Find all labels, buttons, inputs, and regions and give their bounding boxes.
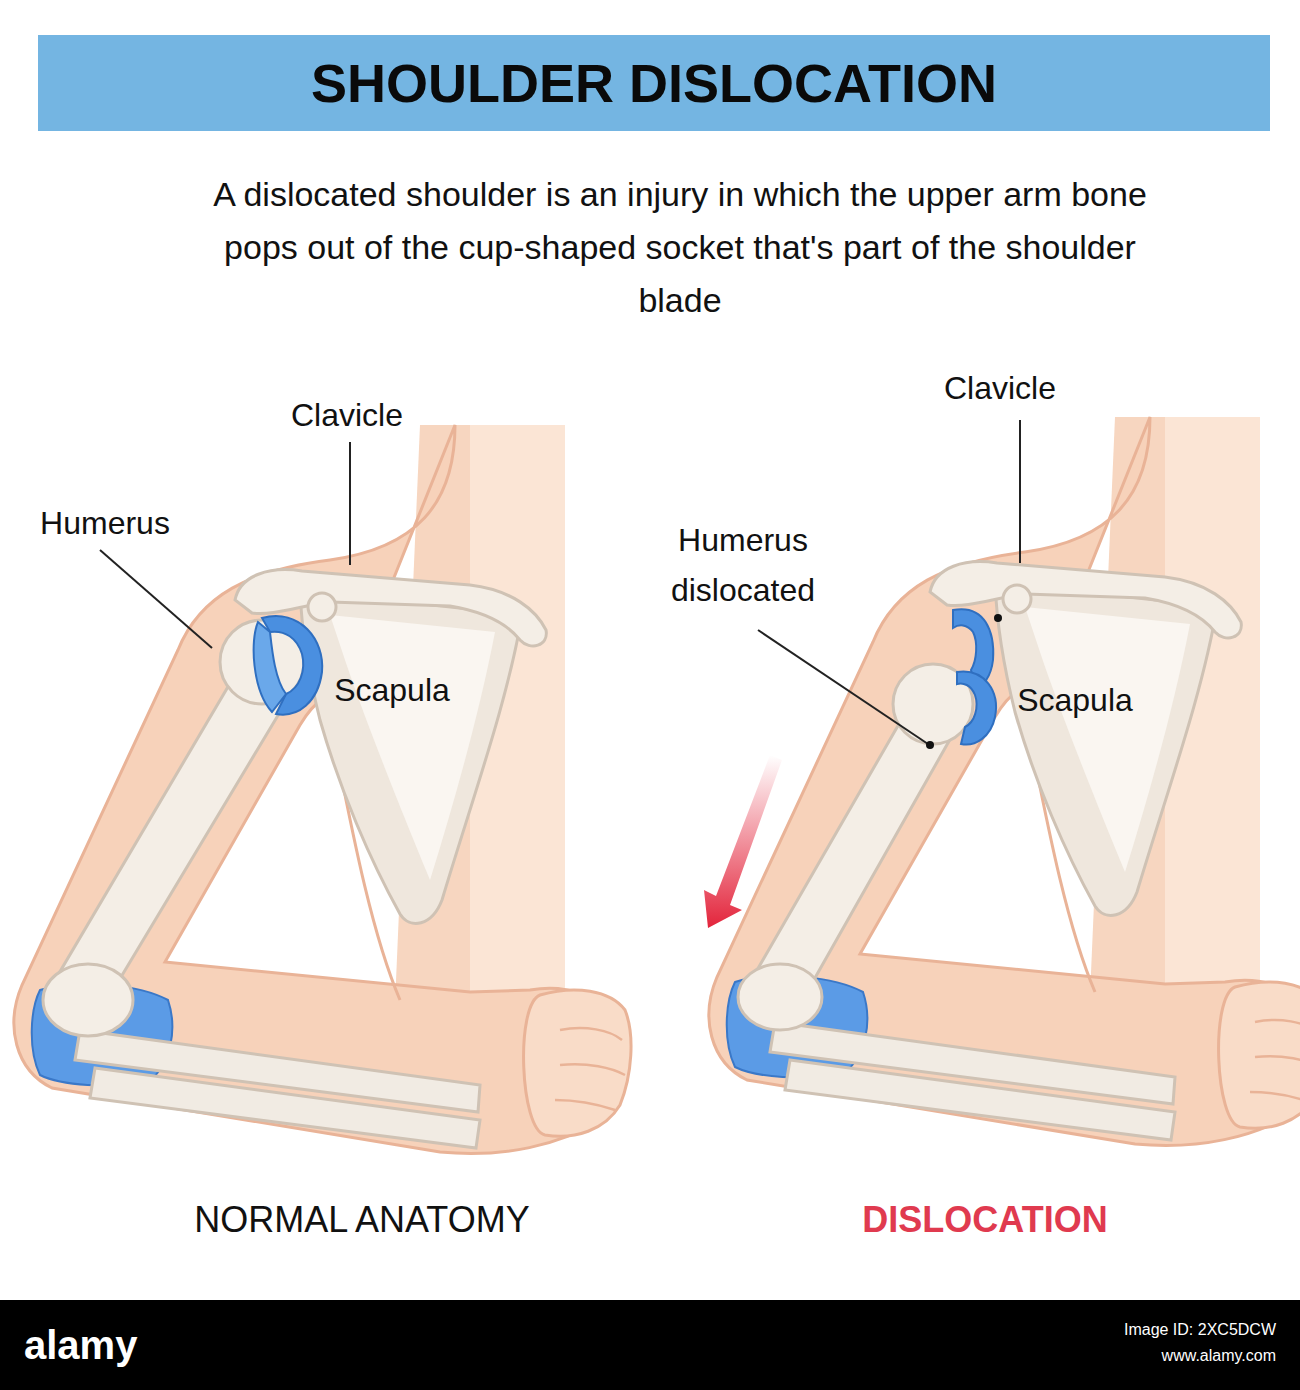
panel-caption: DISLOCATION — [765, 1198, 1205, 1242]
part-label: Scapula — [312, 670, 472, 710]
part-label: Humerus dislocated — [643, 515, 843, 615]
description-text: A dislocated shoulder is an injury in wh… — [185, 168, 1175, 327]
part-label: Scapula — [995, 680, 1155, 720]
part-label: Clavicle — [920, 368, 1080, 408]
panel-caption: NORMAL ANATOMY — [132, 1198, 592, 1242]
watermark: alamy — [24, 1322, 184, 1368]
watermark: Image ID: 2XC5DCW — [980, 1320, 1276, 1340]
part-label: Humerus — [10, 503, 200, 543]
title-text: SHOULDER DISLOCATION — [311, 52, 997, 114]
title-band: SHOULDER DISLOCATION — [38, 35, 1270, 131]
watermark: www.alamy.com — [980, 1346, 1276, 1366]
part-label: Clavicle — [267, 395, 427, 435]
